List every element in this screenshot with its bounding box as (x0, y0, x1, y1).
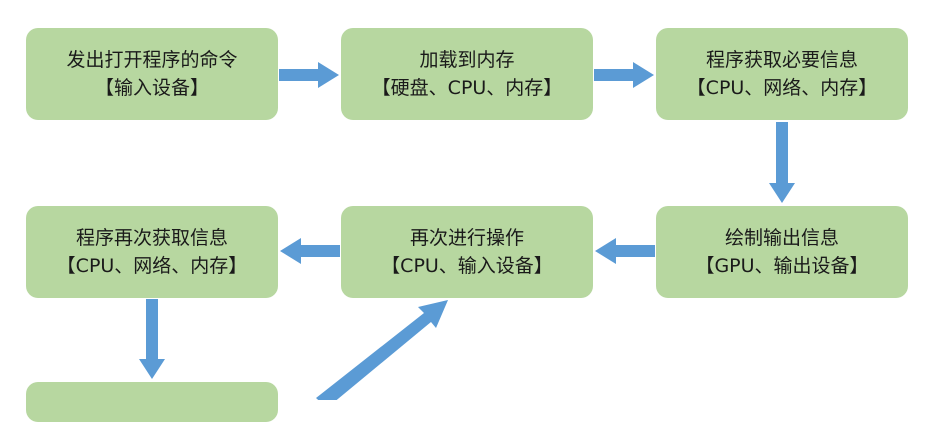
arrow-left-1 (595, 238, 655, 264)
step-get-info: 程序获取必要信息 【CPU、网络、内存】 (656, 28, 908, 120)
step-title: 绘制输出信息 (724, 227, 839, 249)
arrow-right-2 (594, 62, 654, 88)
arrow-left-2 (280, 238, 340, 264)
arrow-diagonal (316, 300, 448, 400)
step-title: 程序再次获取信息 (75, 227, 228, 249)
step-devices: 【硬盘、CPU、内存】 (371, 77, 563, 99)
arrow-down-1 (769, 122, 795, 203)
step-title: 发出打开程序的命令 (66, 49, 238, 71)
step-devices: 【CPU、网络、内存】 (686, 77, 878, 99)
step-title: 程序获取必要信息 (705, 49, 858, 71)
arrow-down-2 (139, 299, 165, 379)
step-operate-again: 再次进行操作 【CPU、输入设备】 (341, 206, 593, 298)
step-open-command: 发出打开程序的命令 【输入设备】 (26, 28, 278, 120)
step-devices: 【CPU、网络、内存】 (56, 255, 248, 277)
step-devices: 【CPU、输入设备】 (381, 255, 553, 277)
flow-arrows (139, 62, 795, 400)
arrow-right-1 (279, 62, 339, 88)
step-devices: 【输入设备】 (94, 77, 209, 99)
step-title: 再次进行操作 (409, 227, 524, 249)
step-draw-output: 绘制输出信息 【GPU、输出设备】 (656, 206, 908, 298)
step-devices: 【GPU、输出设备】 (695, 255, 869, 277)
step-title: 加载到内存 (419, 49, 515, 71)
step-partial-box (26, 382, 278, 422)
step-get-info-again: 程序再次获取信息 【CPU、网络、内存】 (26, 206, 278, 298)
step-load-memory: 加载到内存 【硬盘、CPU、内存】 (341, 28, 593, 120)
